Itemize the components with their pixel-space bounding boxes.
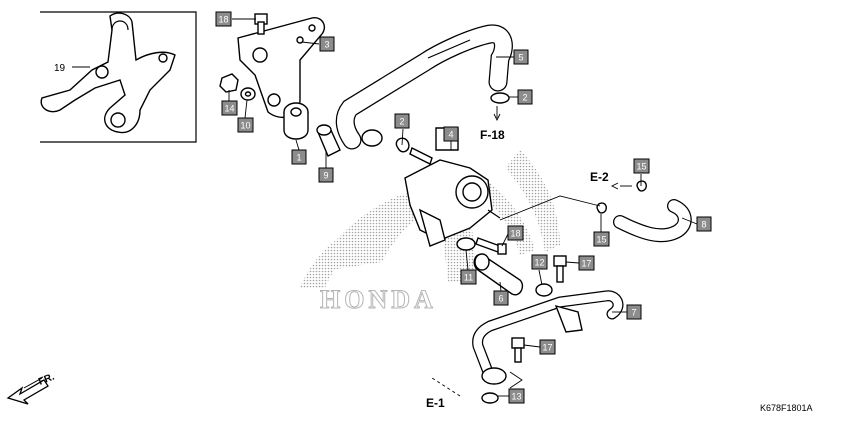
- clip-15-bottom: [596, 202, 608, 214]
- callout-12[interactable]: 12: [531, 254, 548, 270]
- callout-4[interactable]: 4: [443, 126, 459, 142]
- leader-lines: [72, 18, 698, 397]
- reference-f18[interactable]: F-18: [480, 128, 505, 142]
- svg-text:18: 18: [510, 229, 520, 239]
- callout-10[interactable]: 10: [237, 117, 254, 133]
- svg-text:15: 15: [596, 235, 606, 245]
- clip-left: [395, 137, 410, 153]
- svg-text:2: 2: [399, 117, 404, 127]
- callout-2-left[interactable]: 2: [394, 113, 410, 129]
- clamp-lower: [535, 283, 553, 297]
- nut-part: [219, 73, 239, 93]
- hose-clamp-upper: [490, 92, 510, 104]
- front-arrow-icon: [6, 377, 49, 405]
- svg-text:2: 2: [522, 93, 527, 103]
- callout-2-right[interactable]: 2: [517, 89, 533, 105]
- svg-text:1: 1: [296, 153, 301, 163]
- diagram-code: K678F1801A: [760, 403, 813, 413]
- hose-short: [473, 253, 524, 296]
- callout-6[interactable]: 6: [493, 290, 509, 306]
- svg-text:19: 19: [54, 63, 66, 74]
- svg-text:17: 17: [581, 259, 591, 269]
- svg-text:12: 12: [534, 258, 544, 268]
- collar-part: [316, 124, 341, 157]
- callout-11[interactable]: 11: [460, 269, 477, 285]
- bolt-lower: [511, 337, 525, 363]
- callout-1[interactable]: 1: [291, 149, 307, 165]
- callout-18-mid[interactable]: 18: [507, 225, 524, 241]
- rubber-mount: [283, 102, 309, 140]
- callout-3[interactable]: 3: [319, 36, 335, 52]
- callout-15-bottom[interactable]: 15: [593, 231, 610, 247]
- callout-19[interactable]: 19: [54, 63, 66, 74]
- bolt-mid: [475, 237, 507, 255]
- reference-e1[interactable]: E-1: [426, 396, 445, 410]
- svg-text:7: 7: [631, 308, 636, 318]
- callout-9[interactable]: 9: [318, 167, 334, 183]
- reference-e2[interactable]: E-2: [590, 170, 609, 184]
- callout-14[interactable]: 14: [221, 100, 238, 116]
- o-ring: [481, 392, 499, 404]
- bracket-part: [237, 17, 326, 119]
- callout-5[interactable]: 5: [513, 49, 529, 65]
- svg-text:17: 17: [542, 343, 552, 353]
- svg-text:11: 11: [464, 273, 473, 283]
- svg-text:8: 8: [701, 220, 706, 230]
- honda-watermark-text: HONDA: [320, 285, 437, 314]
- callout-18-top[interactable]: 18: [215, 11, 232, 27]
- svg-text:9: 9: [323, 171, 328, 181]
- svg-text:6: 6: [498, 294, 503, 304]
- callout-17-lower[interactable]: 17: [539, 339, 556, 355]
- svg-text:5: 5: [518, 53, 523, 63]
- clip-15-top: [636, 180, 648, 192]
- inset-bracket-drawing: [40, 12, 176, 134]
- svg-text:10: 10: [240, 121, 250, 131]
- callout-13[interactable]: 13: [508, 388, 525, 404]
- svg-text:18: 18: [218, 15, 228, 25]
- pipe-bracket: [554, 304, 583, 333]
- svg-text:3: 3: [324, 40, 329, 50]
- front-label: FR.: [37, 371, 56, 387]
- svg-text:15: 15: [636, 162, 646, 172]
- callout-7[interactable]: 7: [626, 304, 642, 320]
- callout-17-upper[interactable]: 17: [578, 255, 595, 271]
- svg-text:4: 4: [448, 130, 453, 140]
- svg-text:13: 13: [511, 392, 521, 402]
- air-valve-assembly: [404, 127, 501, 247]
- callout-8[interactable]: 8: [696, 216, 712, 232]
- inset-frame: [40, 11, 197, 143]
- callout-15-top[interactable]: 15: [633, 158, 650, 174]
- svg-text:14: 14: [224, 104, 234, 114]
- bolt-upper: [553, 255, 567, 283]
- clamp-part: [456, 237, 476, 251]
